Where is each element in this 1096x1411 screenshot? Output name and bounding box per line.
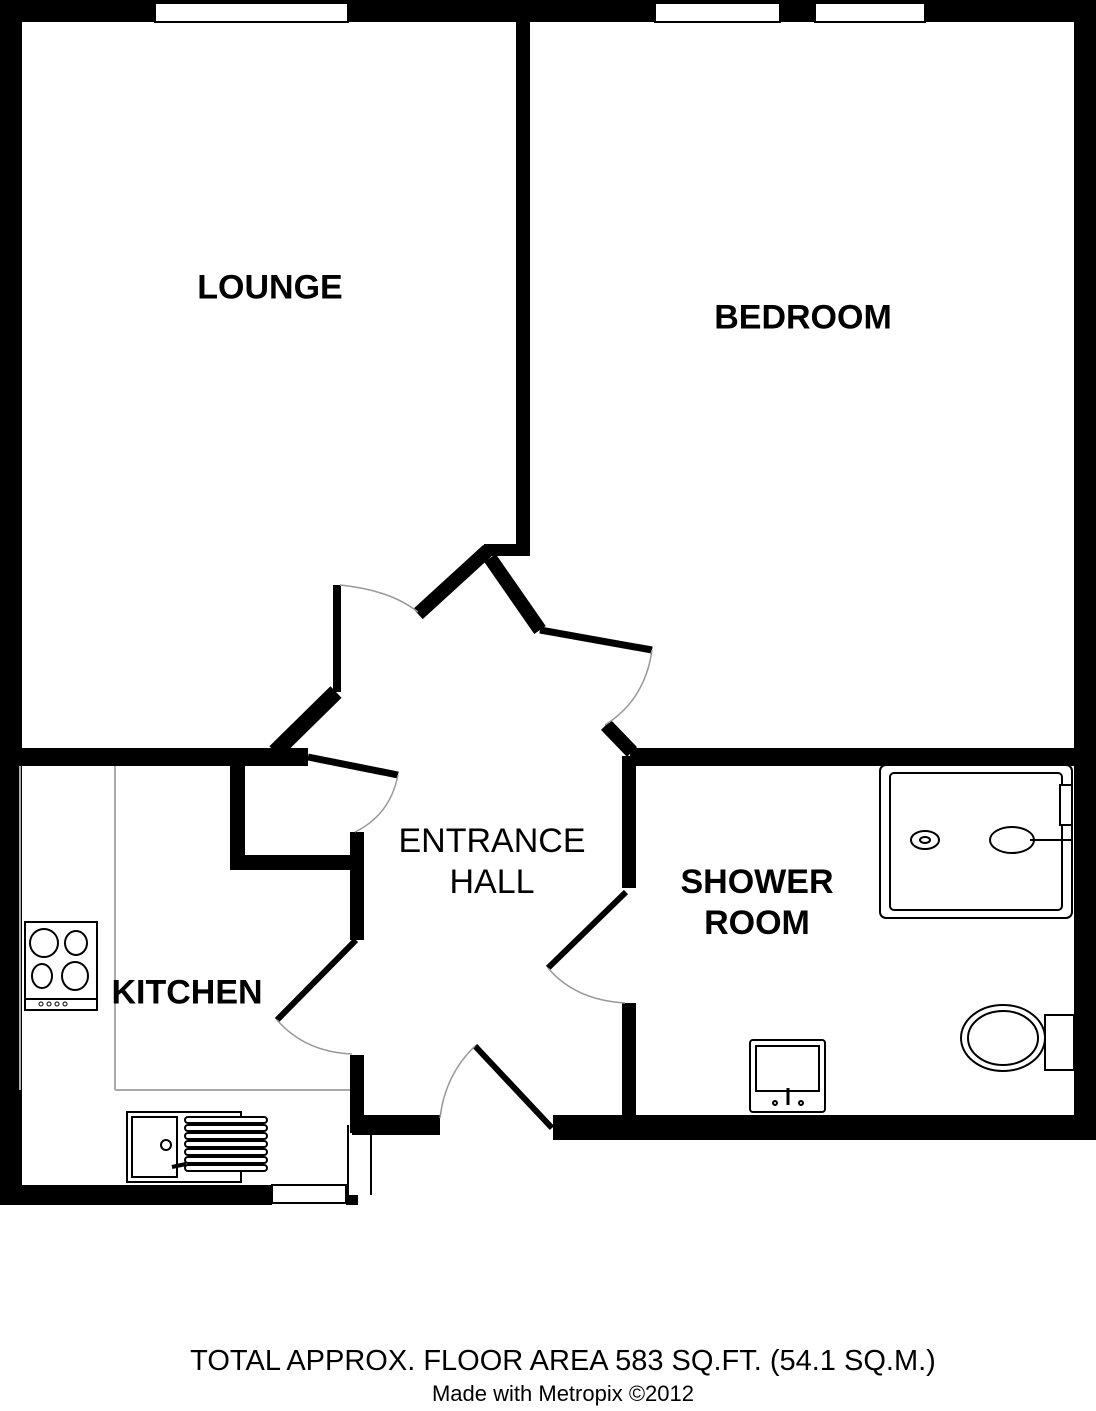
left-wall [0, 0, 22, 1205]
shower-left-wall-lower [622, 1003, 636, 1118]
bedroom-window-1 [654, 2, 781, 23]
bedroom-door-swing [604, 649, 653, 726]
bedroom-door-leaf [539, 626, 653, 654]
kitchen-window [271, 1184, 347, 1204]
windows [154, 2, 926, 1204]
bedroom-lower-diagonal-wall [600, 720, 638, 757]
partition-stub [484, 544, 530, 556]
right-wall [1074, 0, 1096, 1140]
closet-bottom-wall [230, 855, 364, 870]
entrance-door-leaf [472, 1043, 555, 1131]
hall-left-wall-lower [350, 1055, 364, 1133]
lounge-window [154, 2, 349, 23]
entrance-hall-line1: ENTRANCE [398, 822, 586, 861]
doors [274, 584, 653, 1131]
shower-room-line2: ROOM [704, 904, 810, 942]
lounge-bedroom-partition [516, 22, 530, 555]
washbasin-icon [749, 1039, 826, 1113]
entrance-hall-line2: HALL [449, 863, 535, 901]
closet-door-swing [354, 774, 399, 833]
lounge-diagonal-wall [269, 686, 342, 758]
hall-left-wall-upper [350, 832, 364, 940]
entrance-door-swing [439, 1045, 476, 1119]
hall-bottom-wall [352, 1115, 440, 1135]
shower-door-swing [547, 967, 626, 1004]
room-label-lounge: LOUNGE [197, 268, 343, 307]
hob-icon [24, 921, 98, 1011]
sink-icon [126, 1111, 268, 1183]
bedroom-diagonal-wall [484, 554, 546, 634]
shower-door-leaf [545, 889, 629, 971]
kitchen-bottom-wall [0, 1185, 272, 1205]
room-label-bedroom: BEDROOM [714, 298, 892, 337]
lounge-door-jamb-wall [413, 544, 493, 620]
kitchen-bottom-wall-end [346, 1195, 358, 1205]
walls [0, 0, 1096, 1205]
room-label-entrance-hall: ENTRANCE HALL [398, 821, 585, 903]
bedroom-bottom-wall [630, 748, 1096, 766]
shower-bottom-wall [553, 1115, 1096, 1140]
lounge-bottom-wall [0, 748, 308, 766]
shower-room-line1: SHOWER [680, 863, 834, 902]
shower-tray-icon [879, 764, 1073, 919]
room-label-kitchen: KITCHEN [111, 973, 263, 1012]
kitchen-door-swing [276, 1019, 353, 1055]
kitchen-door-leaf [274, 937, 359, 1023]
credit-caption: Made with Metropix ©2012 [431, 1381, 694, 1406]
shower-left-wall-upper [622, 756, 636, 888]
shower-room-fixtures [749, 764, 1075, 1113]
closet-left-wall [230, 760, 245, 870]
closet-door-leaf [307, 753, 399, 779]
room-label-shower-room: SHOWER ROOM [681, 862, 834, 944]
toilet-icon [960, 1004, 1075, 1072]
floor-area-caption: TOTAL APPROX. FLOOR AREA 583 SQ.FT. (54.… [190, 1345, 936, 1377]
kitchen-fixtures [19, 766, 350, 1183]
bedroom-window-2 [814, 2, 926, 23]
lounge-door-swing [339, 584, 419, 613]
